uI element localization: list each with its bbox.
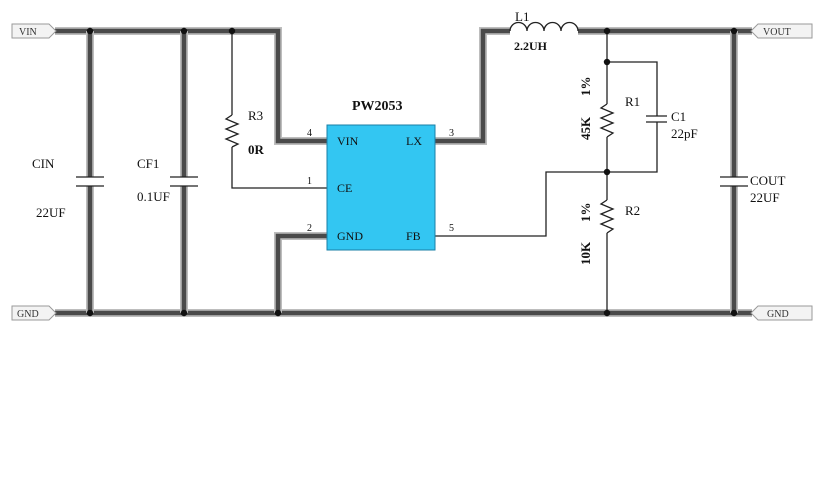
r3-value: 0R (248, 142, 265, 157)
r2-value: 10K (578, 241, 593, 265)
power-traces (55, 27, 752, 317)
component-labels: CIN 22UF CF1 0.1UF R3 0R L1 2.2UH R1 R2 … (32, 9, 785, 265)
pin-number-3: 3 (449, 128, 454, 139)
r2-ref: R2 (625, 203, 640, 218)
ic-pin-fb-label: FB (406, 229, 421, 243)
signal-wires (224, 21, 658, 313)
c1-value: 22pF (671, 126, 698, 141)
r2-tolerance: 1% (578, 203, 593, 223)
ic-pin-gnd-label: GND (337, 229, 363, 243)
pin-number-4: 4 (307, 128, 312, 139)
r3-resistor (224, 114, 240, 148)
cout-capacitor (720, 176, 748, 187)
cf1-value: 0.1UF (137, 189, 170, 204)
port-gnd-left: GND (11, 305, 57, 321)
cout-ref: COUT (750, 173, 785, 188)
pin-number-2: 2 (307, 223, 312, 234)
cf1-capacitor (170, 176, 198, 187)
r1-value: 45K (578, 116, 593, 140)
r2-resistor (599, 199, 615, 234)
pin-number-5: 5 (449, 223, 454, 234)
port-gnd-right-label: GND (767, 309, 789, 320)
l1-inductor (509, 21, 579, 32)
c1-ref: C1 (671, 109, 686, 124)
port-gnd-left-label: GND (17, 309, 39, 320)
cin-value: 22UF (36, 205, 66, 220)
ic-pin-lx-label: LX (406, 134, 422, 148)
cin-ref: CIN (32, 156, 55, 171)
r1-resistor (599, 103, 615, 138)
port-vout-label: VOUT (763, 27, 791, 38)
ic-name: PW2053 (352, 99, 403, 114)
port-gnd-right: GND (750, 305, 813, 321)
junction-dots (86, 27, 738, 317)
l1-value: 2.2UH (514, 39, 548, 53)
port-vin: VIN (11, 23, 57, 39)
ic-pin-vin-label: VIN (337, 134, 359, 148)
l1-ref: L1 (515, 9, 529, 24)
c1-capacitor (646, 115, 667, 123)
pin-number-1: 1 (307, 176, 312, 187)
r1-tolerance: 1% (578, 77, 593, 97)
r1-ref: R1 (625, 94, 640, 109)
cout-value: 22UF (750, 190, 780, 205)
port-vout: VOUT (750, 23, 813, 39)
port-vin-label: VIN (19, 27, 37, 38)
r3-ref: R3 (248, 108, 263, 123)
ic-pw2053: PW2053 VIN CE GND LX FB 4 1 2 3 5 (307, 99, 454, 251)
ic-body (326, 124, 436, 251)
cin-capacitor (76, 176, 104, 187)
ic-pin-ce-label: CE (337, 181, 352, 195)
cf1-ref: CF1 (137, 156, 159, 171)
